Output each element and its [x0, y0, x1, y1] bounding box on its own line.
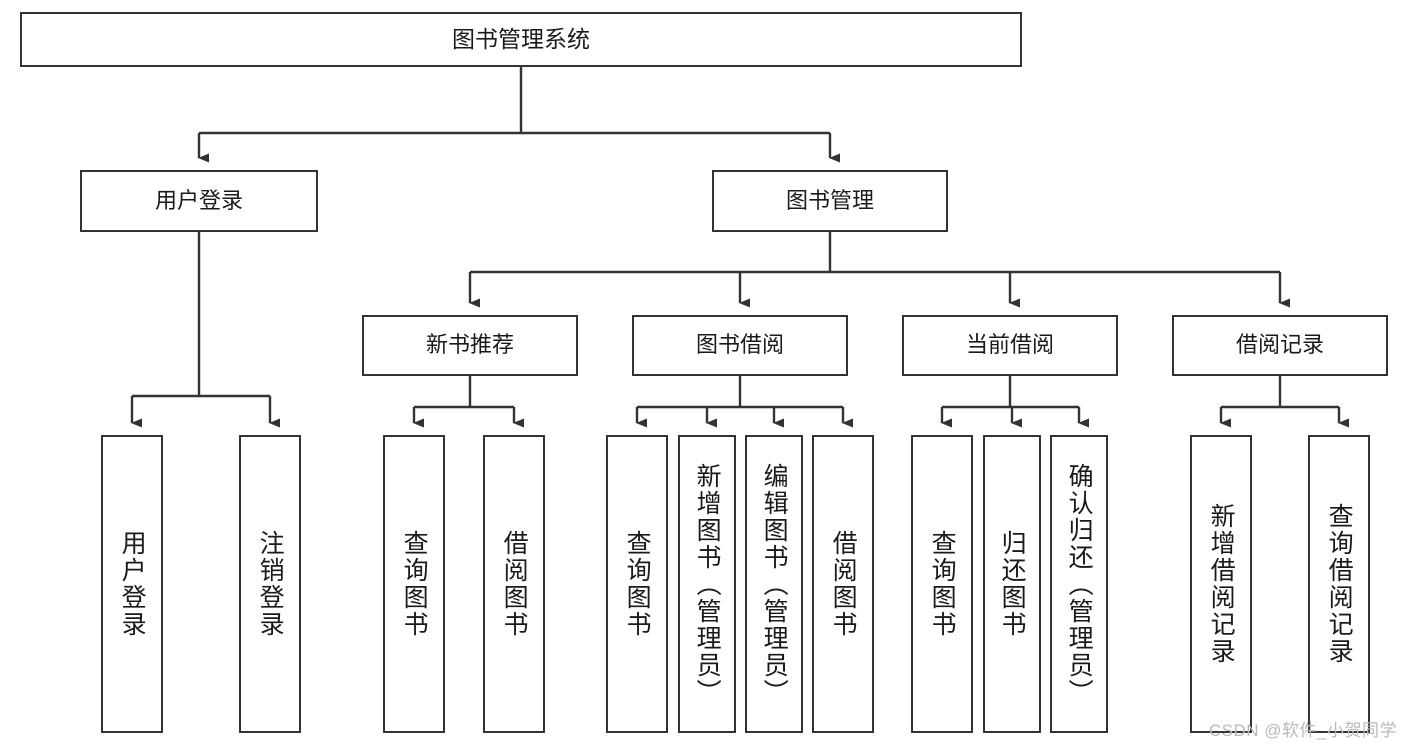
node-label: 图书管理	[785, 187, 874, 213]
node-leaf-query-3[interactable]: 查询图书	[911, 435, 973, 733]
node-label: 查询图书	[928, 530, 957, 638]
node-leaf-query-2[interactable]: 查询图书	[606, 435, 668, 733]
node-label: 借阅记录	[1235, 332, 1324, 358]
node-label: 图书管理系统	[452, 26, 590, 53]
node-leaf-user-login[interactable]: 用户登录	[101, 435, 163, 733]
node-current-borrow[interactable]: 当前借阅	[902, 315, 1118, 376]
node-new-book-rec[interactable]: 新书推荐	[362, 315, 578, 376]
node-root[interactable]: 图书管理系统	[20, 12, 1022, 67]
node-label: 注销登录	[256, 530, 285, 638]
node-label: 借阅图书	[829, 530, 858, 638]
node-label: 归还图书	[998, 530, 1027, 638]
node-label: 借阅图书	[500, 530, 529, 638]
node-leaf-query-rec[interactable]: 查询借阅记录	[1308, 435, 1370, 733]
node-label: 查询图书	[623, 530, 652, 638]
watermark: CSDN @软件_小贺同学	[1208, 721, 1397, 740]
node-leaf-borrow-1[interactable]: 借阅图书	[483, 435, 545, 733]
node-leaf-logout[interactable]: 注销登录	[239, 435, 301, 733]
node-leaf-query-1[interactable]: 查询图书	[383, 435, 445, 733]
node-label: 查询图书	[400, 530, 429, 638]
node-label: 新增借阅记录	[1207, 503, 1236, 665]
node-label: 当前借阅	[965, 332, 1054, 358]
node-leaf-edit-book[interactable]: 编辑图书（管理员）	[745, 435, 803, 733]
node-label: 确认归还（管理员）	[1065, 462, 1094, 706]
node-book-borrow[interactable]: 图书借阅	[632, 315, 848, 376]
node-leaf-borrow-2[interactable]: 借阅图书	[812, 435, 874, 733]
node-label: 编辑图书（管理员）	[760, 462, 789, 706]
node-book-manage[interactable]: 图书管理	[712, 170, 948, 232]
node-label: 新增图书（管理员）	[693, 462, 722, 706]
node-borrow-record[interactable]: 借阅记录	[1172, 315, 1388, 376]
node-label: 用户登录	[118, 530, 147, 638]
node-user-login[interactable]: 用户登录	[80, 170, 318, 232]
node-leaf-add-rec[interactable]: 新增借阅记录	[1190, 435, 1252, 733]
node-label: 图书借阅	[695, 332, 784, 358]
node-leaf-return[interactable]: 归还图书	[983, 435, 1041, 733]
node-leaf-confirm[interactable]: 确认归还（管理员）	[1050, 435, 1108, 733]
node-label: 查询借阅记录	[1325, 503, 1354, 665]
node-label: 用户登录	[154, 187, 243, 213]
node-leaf-add-book[interactable]: 新增图书（管理员）	[678, 435, 736, 733]
node-label: 新书推荐	[425, 332, 514, 358]
